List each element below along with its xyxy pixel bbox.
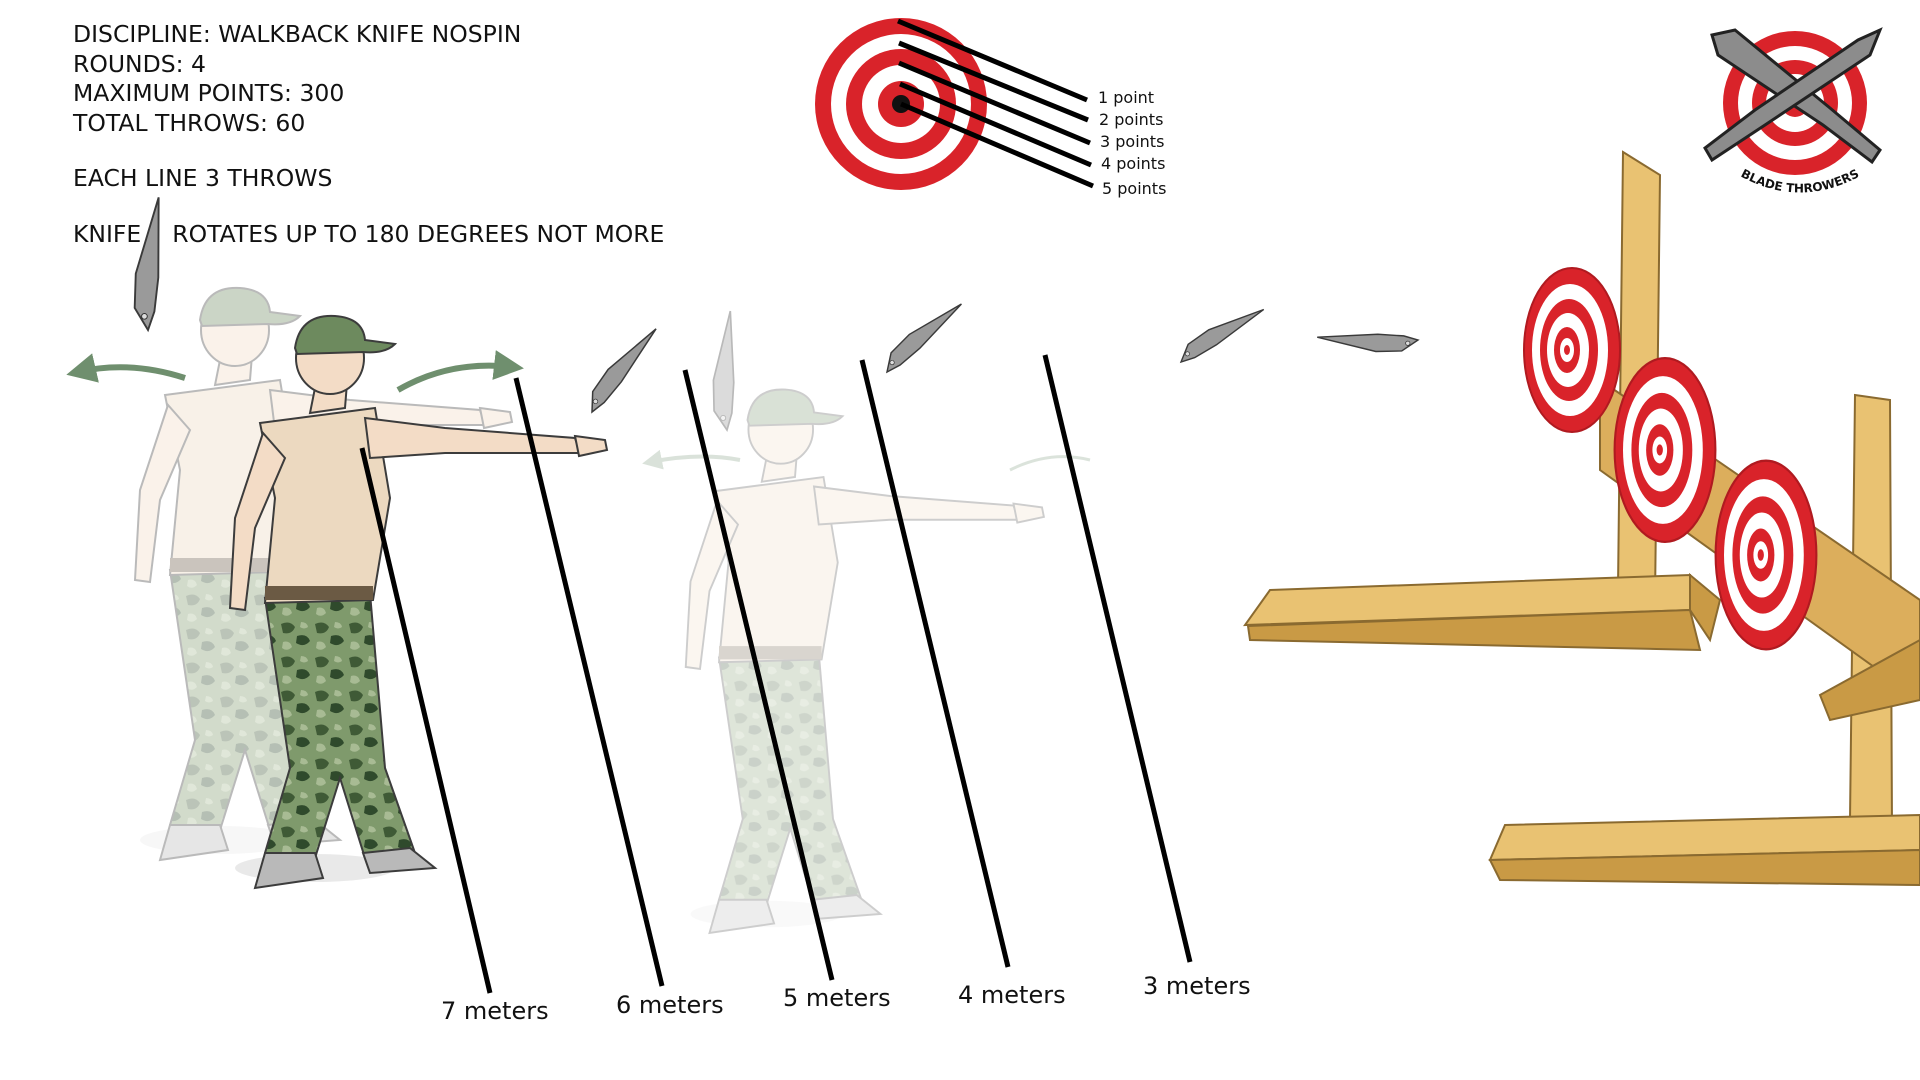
- each-line-text: EACH LINE 3 THROWS: [73, 164, 333, 192]
- knife-rule-text: ROTATES UP TO 180 DEGREES NOT MORE: [172, 219, 665, 248]
- scoring-lines: [897, 18, 1094, 189]
- legend-1-point: 1 point: [1098, 88, 1155, 107]
- discipline-text: DISCIPLINE: WALKBACK KNIFE NOSPIN: [73, 20, 522, 48]
- faded-arrow-mid: [642, 449, 1091, 472]
- distance-label-7m: 7 meters: [441, 997, 549, 1025]
- distance-label-4m: 4 meters: [958, 981, 1066, 1009]
- target-disc-1: [1523, 267, 1621, 433]
- throw-line-5m: [682, 369, 835, 981]
- svg-text:BLADE THROWERS: BLADE THROWERS: [1739, 166, 1861, 195]
- knife-in-flight-1: [580, 320, 661, 416]
- distance-label-3m: 3 meters: [1143, 972, 1251, 1000]
- backswing-arrow: [66, 353, 186, 383]
- max-points-text: MAXIMUM POINTS: 300: [73, 79, 345, 107]
- legend-2-points: 2 points: [1099, 110, 1164, 129]
- throw-line-6m: [513, 377, 665, 987]
- throw-line-4m: [859, 359, 1011, 968]
- raised-knife: [130, 195, 167, 332]
- knife-prefix: KNIFE: [73, 219, 142, 248]
- knife-in-flight-3: [1173, 298, 1268, 367]
- walkback-figure-mid: [684, 388, 1045, 934]
- rules-text: DISCIPLINE: WALKBACK KNIFE NOSPIN ROUNDS…: [73, 20, 664, 249]
- target-disc-3: [1714, 459, 1818, 651]
- throw-line-3m: [1042, 354, 1193, 963]
- distance-label-6m: 6 meters: [616, 991, 724, 1019]
- rounds-text: ROUNDS: 4: [73, 49, 206, 78]
- logo: [1703, 27, 1883, 200]
- knife-rule-line: KNIFE ROTATES UP TO 180 DEGREES NOT MORE: [73, 220, 664, 250]
- legend-4-points: 4 points: [1101, 154, 1166, 173]
- legend-5-points: 5 points: [1102, 179, 1167, 198]
- knife-in-flight-2: [877, 294, 966, 376]
- legend-3-points: 3 points: [1100, 132, 1165, 151]
- target-disc-2: [1613, 357, 1717, 543]
- faded-knife-mid: [710, 309, 738, 432]
- total-throws-text: TOTAL THROWS: 60: [73, 108, 306, 137]
- knife-in-target: [1316, 331, 1419, 354]
- throw-arrow: [396, 350, 524, 393]
- target-stand: [1243, 150, 1920, 887]
- throw-line-7m: [359, 447, 493, 994]
- logo-text: BLADE THROWERS: [1739, 166, 1861, 195]
- distance-label-5m: 5 meters: [783, 984, 891, 1012]
